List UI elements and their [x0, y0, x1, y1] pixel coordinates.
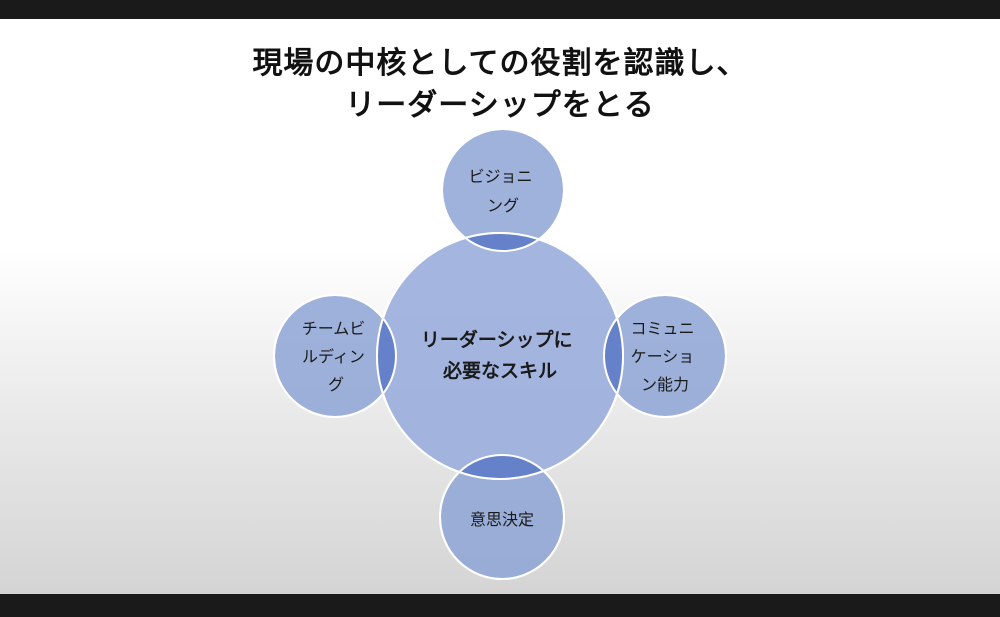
- skills-diagram: リーダーシップに 必要なスキル ビジョニ ング チームビ ルディン グ コミュニ…: [273, 128, 727, 580]
- node-left-line-3: グ: [328, 375, 344, 394]
- node-left-line-2: ルディン: [302, 347, 365, 366]
- top-letterbox-bar: [0, 0, 1000, 19]
- slide-title: 現場の中核としての役割を認識し、 リーダーシップをとる: [0, 43, 1000, 127]
- center-label: リーダーシップに 必要なスキル: [421, 328, 579, 382]
- outline-right: [603, 294, 727, 418]
- node-label-bottom: 意思決定: [470, 510, 534, 529]
- node-right-line-2: ケーショ: [631, 347, 695, 366]
- center-circle: [376, 232, 624, 480]
- slide: 現場の中核としての役割を認識し、 リーダーシップをとる: [0, 19, 1000, 594]
- center-label-line-2: 必要なスキル: [442, 359, 557, 382]
- node-label-top: ビジョニ ング: [468, 167, 537, 215]
- node-label-right: コミュニ ケーショ ン能力: [630, 319, 699, 394]
- node-top-line-1: ビジョニ: [468, 167, 532, 186]
- node-right-line-3: ン能力: [641, 375, 689, 394]
- node-label-left: チームビ ルディン グ: [302, 319, 371, 394]
- node-bottom-line-1: 意思決定: [470, 510, 534, 529]
- bottom-letterbox-bar: [0, 594, 1000, 617]
- node-left-line-1: チームビ: [302, 319, 366, 338]
- outline-left: [273, 294, 397, 418]
- node-right-line-1: コミュニ: [630, 319, 694, 338]
- node-top-line-2: ング: [487, 196, 519, 215]
- outline-bottom: [439, 454, 565, 580]
- title-line-2: リーダーシップをとる: [345, 88, 655, 123]
- outline-top: [441, 128, 565, 252]
- center-label-line-1: リーダーシップに: [421, 328, 573, 351]
- title-line-1: 現場の中核としての役割を認識し、: [252, 46, 748, 81]
- outline-center: [376, 232, 624, 480]
